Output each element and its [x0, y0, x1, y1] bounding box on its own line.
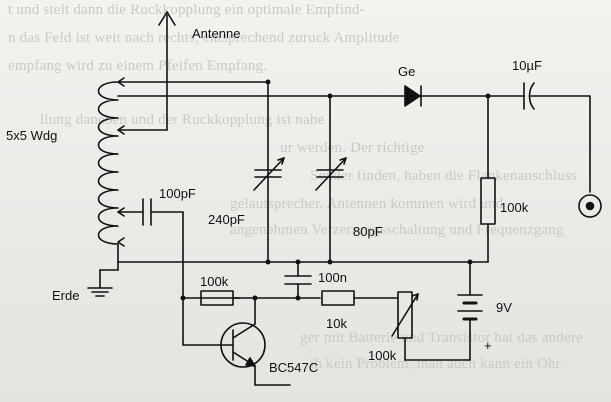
load-resistor-label: 100k [500, 200, 529, 215]
antenna-label: Antenne [192, 26, 240, 41]
base-resistor-label: 100k [200, 274, 229, 289]
ground-label: Erde [52, 288, 79, 303]
feedback-capacitor [315, 157, 347, 191]
lower-rail [182, 290, 399, 306]
diode [394, 85, 525, 107]
battery [457, 284, 483, 361]
transistor [217, 297, 291, 386]
coil-label: 5x5 Wdg [6, 128, 57, 143]
battery-label: 9V [496, 300, 512, 315]
load-resistor [480, 95, 496, 263]
output-jack [578, 194, 602, 218]
tuning-capacitor-label: 240pF [208, 212, 245, 227]
decoupling-capacitor-label: 100n [318, 270, 347, 285]
coupling-capacitor [117, 198, 219, 346]
ground-symbol [87, 269, 119, 297]
tuning-capacitor [253, 157, 285, 191]
potentiometer [391, 291, 471, 361]
transistor-label: BC547C [269, 360, 318, 375]
top-rail [117, 81, 396, 263]
output-capacitor [523, 82, 591, 193]
middle-rail [117, 261, 489, 286]
battery-plus-label: + [484, 338, 492, 353]
antenna-symbol [119, 11, 176, 131]
feedback-capacitor-label: 80pF [353, 224, 383, 239]
diode-label: Ge [398, 64, 415, 79]
junction-dots [180, 79, 491, 301]
decoupling-capacitor [284, 261, 312, 299]
output-capacitor-label: 10µF [512, 58, 542, 73]
coil-inductor [97, 77, 125, 271]
coupling-capacitor-label: 100pF [159, 186, 196, 201]
series-resistor-label: 10k [326, 316, 347, 331]
potentiometer-label: 100k [368, 348, 397, 363]
